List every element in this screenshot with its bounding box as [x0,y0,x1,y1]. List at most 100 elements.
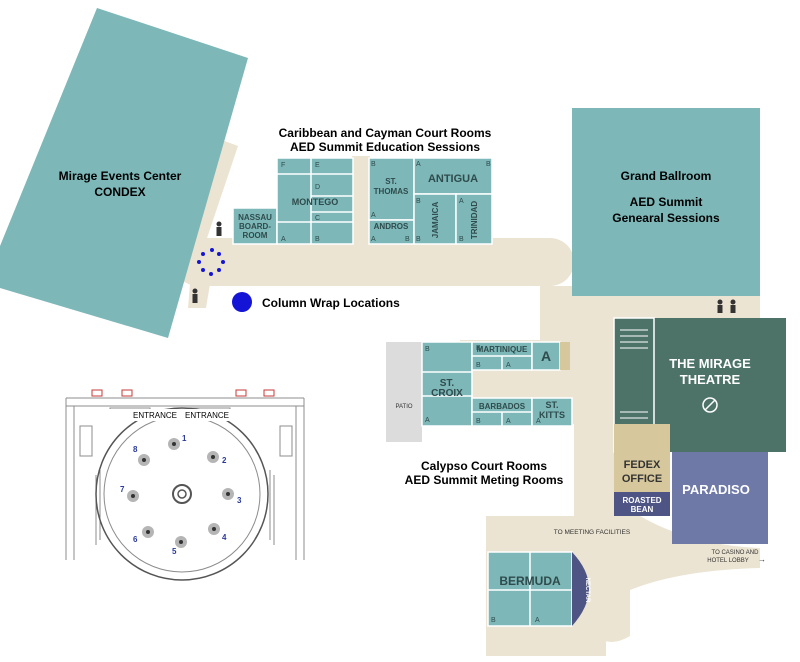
events-center-label: Mirage Events Center [59,169,182,183]
room-st-kitts[interactable] [531,397,573,427]
fedex-label-2: OFFICE [622,473,662,485]
caribbean-rooms [232,157,493,245]
st-thomas-label-1: ST. [385,177,397,186]
column-marker-3 [222,488,234,500]
restroom-icon-north [216,221,222,236]
paradiso[interactable] [672,452,768,544]
andros-label: ANDROS [374,222,409,231]
letter-b-trinidad: B [459,236,464,243]
rotunda-fountain [172,484,192,504]
letter-c: C [315,215,320,222]
letter-b-croix: B [425,346,430,353]
roasted-label-1: ROASTED [622,496,661,505]
theatre-label-2: THEATRE [680,372,741,387]
letter-b-stthomas2: B [416,198,421,205]
letter-d: D [315,184,320,191]
st-croix-label-2: CROIX [431,388,463,399]
nectar[interactable] [572,552,589,626]
rotunda-outer-ring [95,407,269,581]
inset-marker-4: 4 [222,533,227,542]
to-meeting-label: TO MEETING FACILITIES [554,529,631,536]
calypso-title-1: Calypso Court Rooms [421,459,547,473]
st-thomas-label-2: THOMAS [374,187,409,196]
room-antigua[interactable] [413,157,493,195]
grand-ballroom-sub1: AED Summit [630,195,703,209]
paradiso-label: PARADISO [682,482,750,497]
grand-ballroom-sub2: Genearal Sessions [612,211,720,225]
patio [386,342,422,442]
to-casino-arrow: → [758,555,766,564]
room-andros[interactable] [368,219,415,245]
inset-entrance-band [108,409,258,421]
caribbean-title-1: Caribbean and Cayman Court Rooms [279,126,492,140]
theatre-label-1: THE MIRAGE [669,356,751,371]
to-casino-label-2: HOTEL LOBBY [707,558,748,564]
letter-b-andros: B [405,236,410,243]
inset-marker-7: 7 [120,485,125,494]
corridor-west-stub [188,284,210,308]
inset-marker-8: 8 [133,445,138,454]
trinidad-label: TRINIDAD [470,201,479,239]
martinique-label: MARTINIQUE [477,345,528,354]
room-trinidad[interactable] [455,193,493,245]
room-nassau[interactable] [232,207,278,245]
letter-a-stthomas: A [371,212,376,219]
inset-marker-1: 1 [182,434,187,443]
events-center[interactable] [0,8,248,338]
barbados-label: BARBADOS [479,402,526,411]
room-st-thomas[interactable] [368,157,415,221]
letter-a-barb: A [506,418,511,425]
room-montego[interactable] [276,157,354,245]
letter-b-mart2: B [476,345,481,352]
letter-a-montego: A [281,236,286,243]
room-a-annex [560,342,570,370]
patio-label: PATIO [395,404,412,410]
column-marker-2 [207,451,219,463]
fedex-office[interactable] [614,424,670,492]
letter-b-jamaica: B [416,236,421,243]
column-marker-6 [142,526,154,538]
calypso-title-2: AED Summit Meting Rooms [405,473,564,487]
st-croix-label-1: ST. [440,378,455,389]
events-center-sublabel: CONDEX [94,185,145,199]
letter-b-barb: B [476,418,481,425]
column-wrap-marker-ring [197,248,225,276]
caribbean-title-2: AED Summit Education Sessions [290,140,480,154]
inset-entrance-label-1: ENTRANCE [133,411,177,420]
room-st-croix[interactable] [421,341,473,427]
montego-label: MONTEGO [292,197,339,207]
letter-b-bermuda: B [491,617,496,624]
roasted-label-2: BEAN [631,505,654,514]
letter-a-bermuda: A [535,617,540,624]
st-kitts-label-2: KITTS [539,410,565,420]
to-casino-label-1: TO CASINO AND [712,550,760,556]
nectar-label: NECTAR [584,578,590,603]
letter-a-andros: A [371,236,376,243]
inset-marker-3: 3 [237,496,242,505]
inset-marker-2: 2 [222,456,227,465]
inset-marker-5: 5 [172,547,177,556]
letter-e: E [315,162,320,169]
inset-entrance-label-2: ENTRANCE [185,411,229,420]
roasted-bean[interactable] [614,492,670,516]
grand-ballroom[interactable] [572,108,760,296]
corridor-east [574,296,616,526]
inset-columns [127,438,234,548]
jamaica-label: JAMAICA [431,202,440,239]
nassau-label-1: NASSAU [238,213,272,222]
theatre-stairs [620,329,648,419]
letter-a-kitts: A [536,418,541,425]
restroom-icon-west [192,288,198,303]
letter-a-mart: A [506,362,511,369]
legend-column-wrap-dot [232,292,252,312]
antigua-label: ANTIGUA [428,173,478,185]
st-kitts-label-1: ST. [545,400,558,410]
letter-a-trinidad: A [459,198,464,205]
grand-ballroom-label: Grand Ballroom [621,169,712,183]
column-marker-8 [138,454,150,466]
letter-b-antigua: B [486,161,491,168]
inset-marker-6: 6 [133,535,138,544]
rotunda-inset: ENTRANCE ENTRANCE 1 2 3 4 5 6 7 8 [65,388,305,588]
room-a-label: A [541,348,551,364]
